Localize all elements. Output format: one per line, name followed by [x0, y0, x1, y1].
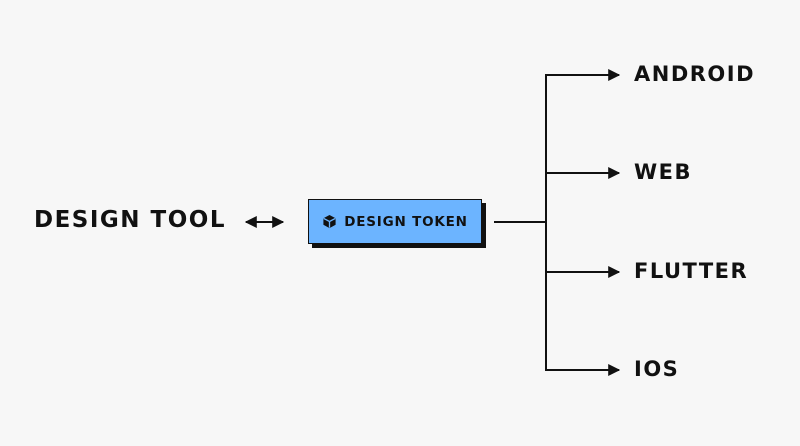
target-label-android: ANDROID: [634, 62, 756, 86]
source-label-design-tool: DESIGN TOOL: [34, 207, 227, 233]
cube-icon: [323, 214, 336, 229]
design-token-label: DESIGN TOKEN: [344, 213, 468, 230]
target-label-flutter: FLUTTER: [634, 259, 749, 283]
design-token-box: DESIGN TOKEN: [308, 199, 482, 244]
target-label-web: WEB: [634, 160, 693, 184]
target-label-ios: IOS: [634, 357, 680, 381]
